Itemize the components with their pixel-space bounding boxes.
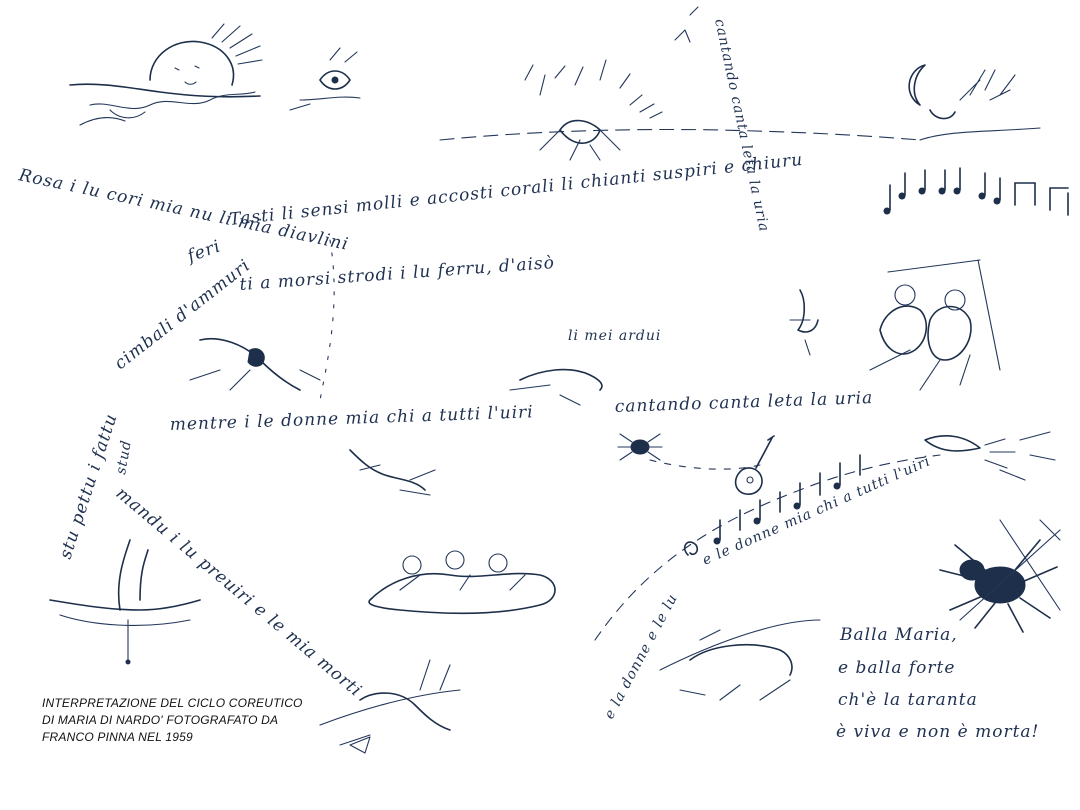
- spider-sketch-icon: [939, 519, 1061, 633]
- spider-small-sketch-icon: [617, 433, 663, 461]
- handwriting-feri: feri: [183, 236, 224, 267]
- guide-lines: [319, 128, 941, 641]
- handwriting-mentre: mentre i le donne mia chi a tutti l'uiri: [169, 402, 534, 435]
- handwriting-left-curve: e la donne e le lu: [601, 591, 681, 722]
- quote-line-3: ch'è la taranta: [838, 690, 978, 710]
- seated-figure-sketch-icon: [319, 659, 461, 754]
- moon-tree-sketch-icon: [908, 64, 1041, 141]
- quote-block: Balla Maria, e balla forte ch'è la taran…: [836, 625, 1039, 742]
- hanging-figure-sketch-icon: [789, 289, 819, 356]
- eye-sketch-icon: [289, 47, 361, 111]
- caption-line-2: DI MARIA DI NARDO' FOTOGRAFATO DA: [42, 713, 279, 727]
- bird-top-sketch-icon: [674, 6, 699, 43]
- quote-line-4: è viva e non è morta!: [836, 722, 1039, 742]
- dancer-left-sketch-icon: [189, 337, 321, 391]
- handwriting-cimbali: cimbali d'ammuri: [111, 255, 255, 373]
- handwriting-stu-pettu: stu pettu i fattu: [56, 411, 122, 562]
- quote-line-1: Balla Maria,: [839, 625, 958, 645]
- falling-figure-sketch-icon: [349, 449, 436, 496]
- musicians-sketch-icon: [869, 259, 1001, 391]
- caption-line-3: FRANCO PINNA NEL 1959: [42, 730, 193, 744]
- music-notes-icon: [883, 167, 1069, 216]
- sun-sketch-icon: [69, 23, 263, 126]
- handwriting-vertical-right: cantando canta leta la uria: [711, 18, 772, 234]
- photo-caption: INTERPRETAZIONE DEL CICLO COREUTICO DI M…: [42, 695, 302, 746]
- fountain-sketch-icon: [49, 539, 201, 665]
- horse-figure-sketch-icon: [659, 619, 821, 701]
- caption-line-1: INTERPRETAZIONE DEL CICLO COREUTICO: [42, 696, 303, 710]
- bird-right-sketch-icon: [924, 431, 1056, 481]
- handwriting-stud: stud: [113, 439, 135, 476]
- handwriting-li-mei: li mei ardui: [568, 328, 661, 344]
- quote-line-2: e balla forte: [838, 658, 955, 678]
- dancers-top-sketch-icon: [524, 59, 663, 161]
- handwriting-mandu: mandu i lu preuiri e le mia morti: [112, 484, 366, 702]
- group-figures-sketch-icon: [368, 550, 556, 615]
- guitar-sketch-icon: [734, 435, 775, 495]
- music-notes-diagonal-icon: [683, 454, 861, 556]
- handwriting-tasti: Tasti li sensi molli e accosti corali li…: [228, 150, 804, 230]
- reclining-figure-sketch-icon: [509, 368, 603, 406]
- handwriting-diagonal: e le donne mia chi a tutti l'uiri: [700, 453, 933, 569]
- handwriting-ti-a-morsi: ti a morsi strodi i lu ferru, d'aisò: [239, 253, 556, 295]
- handwriting-cantando: cantando canta leta la uria: [614, 388, 873, 417]
